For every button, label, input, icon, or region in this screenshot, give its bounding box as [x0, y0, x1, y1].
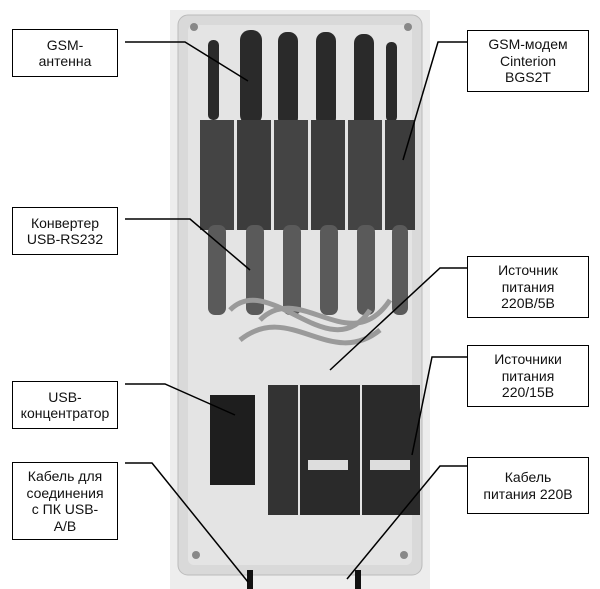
leader-line-gsm-modem [402, 41, 475, 161]
label-line: Конвертер [30, 214, 100, 231]
label-line: концентратор [20, 405, 110, 421]
leader-line-psu-5v [329, 267, 475, 371]
label-gsm-antenna: GSM- антенна [12, 29, 118, 77]
leader-line-pc-cable [125, 462, 249, 583]
converter [357, 225, 375, 315]
screw-icon [192, 551, 200, 559]
modem [237, 120, 271, 230]
usb-hub [210, 395, 255, 485]
converter [283, 225, 301, 315]
label-line: питания [501, 367, 555, 384]
label-usb-hub: USB- концентратор [12, 381, 118, 429]
brand-plate [370, 460, 410, 470]
enclosure-illustration [177, 14, 423, 589]
label-line: 220/15В [501, 384, 555, 401]
usb-converters [208, 225, 408, 315]
label-line: антенна [38, 53, 92, 69]
label-pc-cable: Кабель для соединения с ПК USB- A/B [12, 462, 118, 540]
modems [200, 120, 415, 230]
converter [246, 225, 264, 315]
label-line: GSM-модем [488, 36, 568, 53]
label-gsm-modem: GSM-модем Cinterion BGS2T [467, 30, 589, 92]
modem [200, 120, 234, 230]
label-line: USB- [48, 388, 82, 405]
label-line: соединения [26, 484, 104, 501]
label-line: Кабель [504, 469, 552, 485]
antenna [208, 40, 219, 120]
antenna [386, 42, 397, 122]
antenna [316, 32, 336, 127]
leader-line-usb-hub [125, 383, 236, 416]
leader-line-power-cable [346, 465, 475, 580]
label-line: BGS2T [505, 69, 551, 86]
label-line: Источники [494, 351, 562, 368]
brand-plate [308, 460, 348, 470]
label-line: с ПК USB- [31, 501, 99, 517]
label-line: 220В/5В [501, 295, 555, 312]
psu-5v [268, 385, 298, 515]
converter [320, 225, 338, 315]
converter [392, 225, 408, 315]
screw-icon [190, 23, 198, 31]
label-line: Cinterion [499, 52, 557, 69]
label-line: Источник [498, 262, 558, 279]
leader-line-psu-15v [411, 356, 475, 456]
label-power-cable: Кабель питания 220В [467, 457, 589, 514]
antenna [278, 32, 298, 127]
label-line: USB-RS232 [26, 231, 104, 247]
modem [311, 120, 345, 230]
psu-15v-2 [362, 385, 420, 515]
label-psu-15v: Источники питания 220/15В [467, 345, 589, 407]
antenna [240, 30, 262, 125]
modem [348, 120, 382, 230]
label-converter: Конвертер USB-RS232 [12, 207, 118, 255]
label-line: питания 220В [483, 485, 573, 502]
psu-15v-1 [300, 385, 360, 515]
modem [274, 120, 308, 230]
label-line: Кабель для [27, 468, 103, 484]
converter [208, 225, 226, 315]
enclosure-photo [170, 10, 430, 589]
antenna [354, 34, 374, 129]
leader-line-gsm-antenna [125, 41, 249, 82]
label-line: GSM- [46, 36, 84, 53]
screw-icon [400, 551, 408, 559]
label-psu-5v: Источник питания 220В/5В [467, 256, 589, 318]
antennas [208, 30, 397, 129]
label-line: питания [501, 278, 555, 295]
label-line: A/B [53, 517, 77, 534]
leader-line-converter [125, 218, 251, 271]
screw-icon [404, 23, 412, 31]
